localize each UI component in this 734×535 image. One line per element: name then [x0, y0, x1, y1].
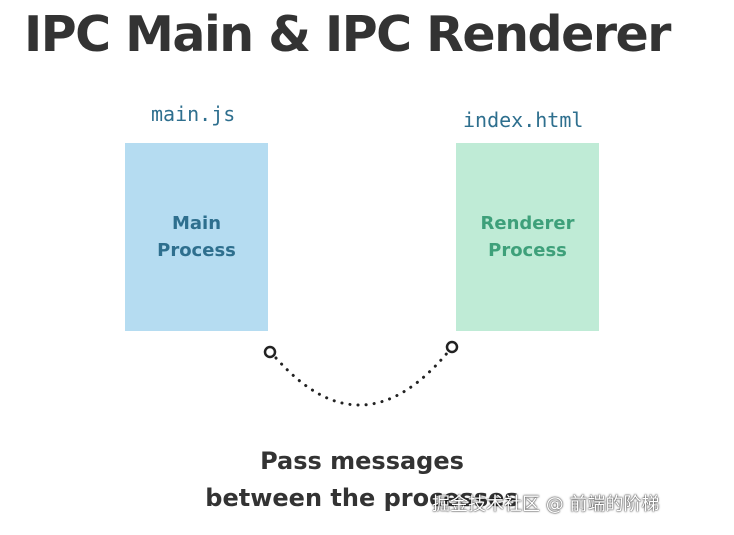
main-file-label: main.js: [151, 102, 236, 126]
renderer-endpoint-circle: [445, 340, 459, 354]
caption-text: Pass messages between the processes: [205, 447, 519, 512]
renderer-file-label: index.html: [463, 108, 584, 132]
renderer-process-label: Renderer Process: [480, 213, 575, 261]
dotted-arc: [274, 350, 450, 407]
main-process-label: Main Process: [157, 213, 236, 261]
main-endpoint-circle: [263, 345, 277, 359]
renderer-process-box: Renderer Process: [456, 143, 599, 331]
diagram-title: IPC Main & IPC Renderer: [24, 6, 671, 63]
main-process-box: Main Process: [125, 143, 268, 331]
watermark-text: 掘金技术社区 @ 前端的阶梯: [432, 494, 660, 515]
